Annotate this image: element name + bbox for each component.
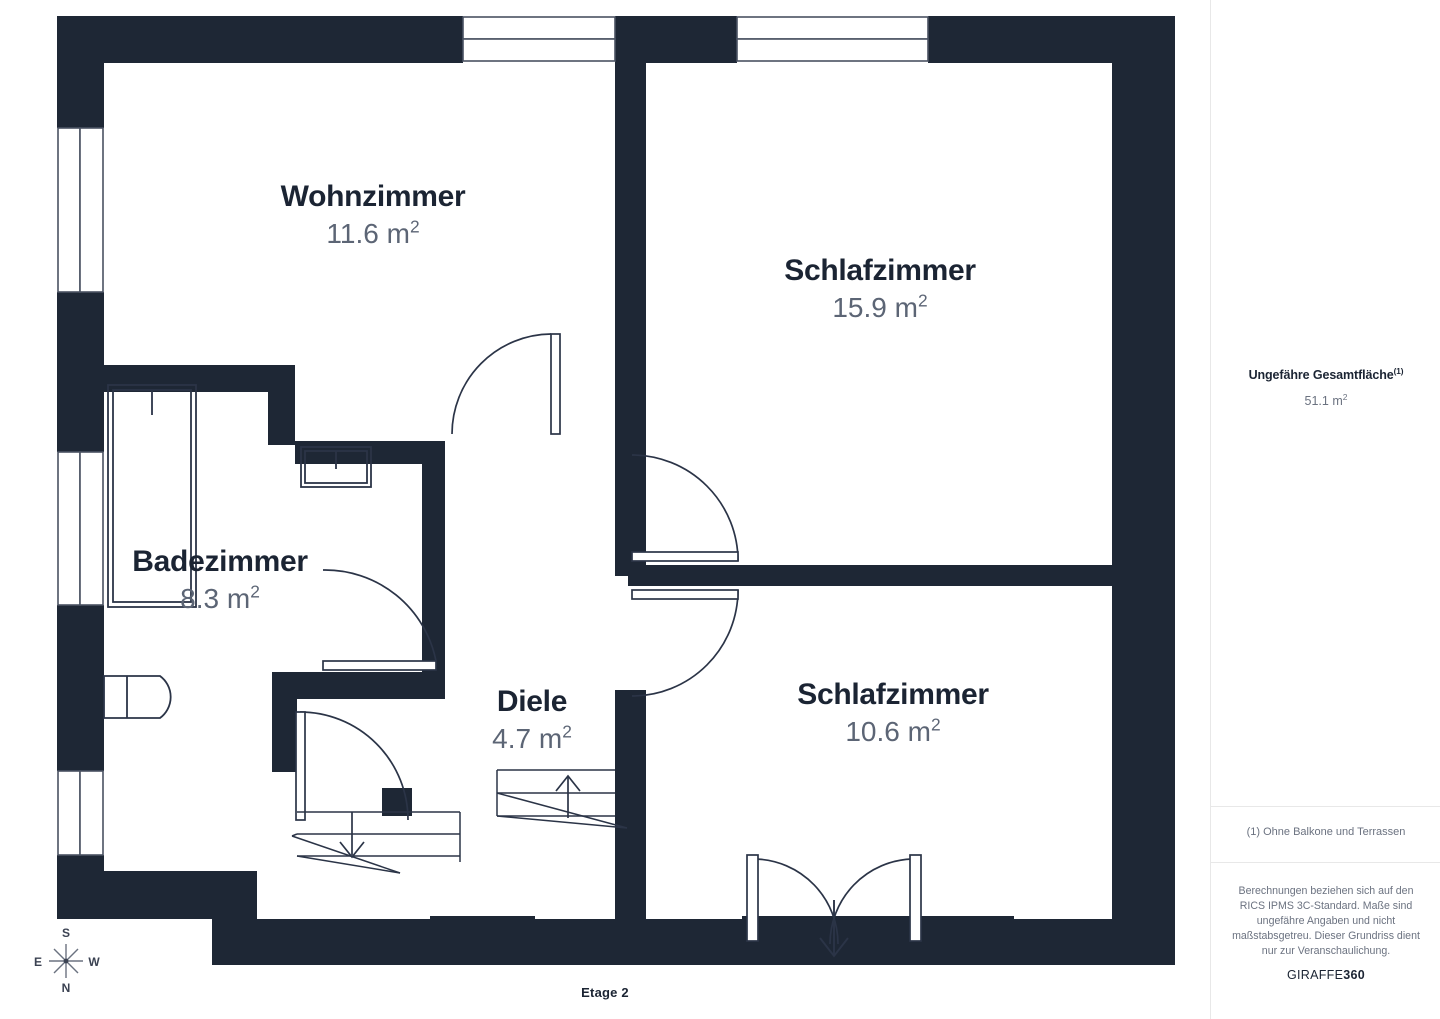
floor-caption: Etage 2 [581, 985, 629, 1000]
total-area-title: Ungefähre Gesamtfläche(1) [1248, 366, 1404, 382]
brand-primary: GIRAFFE [1286, 968, 1344, 982]
floorplan-drawing [57, 16, 1175, 965]
windows-group [57, 16, 929, 856]
compass-center-dot [63, 958, 69, 964]
panel-divider-bottom [1211, 862, 1440, 863]
stairs-group [291, 769, 628, 874]
disclaimer-text: Berechnungen beziehen sich auf den RICS … [1232, 885, 1420, 958]
info-panel: Ungefähre Gesamtfläche(1) 51.1 m2 (1) Oh… [1210, 0, 1440, 1019]
footnote-marker: (1) [1393, 366, 1404, 376]
footnote-text: (1) Ohne Balkone und Terrassen [1246, 826, 1406, 838]
doors-group [295, 333, 922, 958]
compass-label-left: E [34, 955, 42, 969]
panel-divider-top [1211, 806, 1440, 807]
compass-rose: S W N E [26, 922, 136, 994]
compass-label-top: S [62, 926, 70, 940]
floorplan-canvas[interactable]: Wohnzimmer 11.6 m2 Schlafzimmer 15.9 m2 … [0, 0, 1210, 1019]
brand-logo: GIRAFFE360 [1211, 968, 1440, 982]
total-area-block: Ungefähre Gesamtfläche(1) 51.1 m2 [1211, 366, 1440, 408]
fixtures-group [103, 384, 372, 719]
compass-label-bottom: N [62, 981, 71, 994]
brand-secondary: 360 [1343, 968, 1366, 982]
compass-label-right: W [88, 955, 100, 969]
total-area-value: 51.1 m2 [1304, 391, 1348, 408]
walls-group [57, 16, 1175, 965]
